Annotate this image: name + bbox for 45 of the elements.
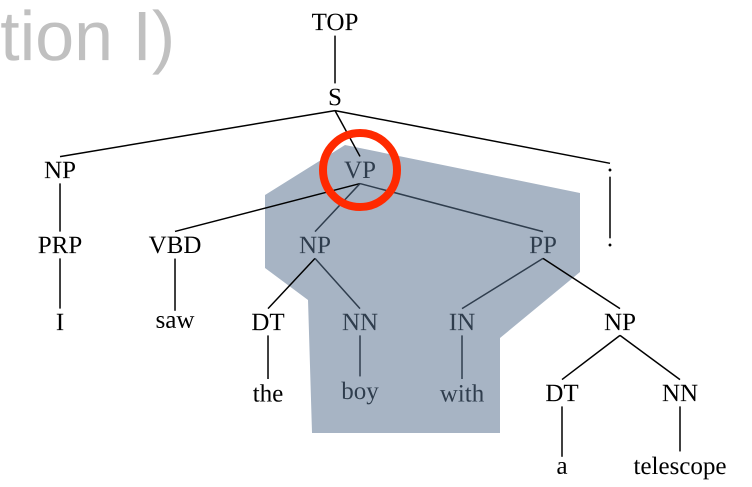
tree-label: PRP <box>38 236 82 254</box>
tree-label: NP <box>604 314 635 330</box>
tree-label: telescope <box>634 456 726 480</box>
tree-label: the <box>252 384 282 402</box>
tree-branch <box>334 110 610 164</box>
tree-branch <box>174 182 360 232</box>
tree-branch <box>359 335 361 376</box>
tree-label: NN <box>662 384 698 402</box>
tree-branch <box>267 335 269 379</box>
tree-branch <box>267 258 316 310</box>
tree-label: a <box>557 462 568 474</box>
tree-branch <box>174 258 176 311</box>
tree-label: S <box>330 88 340 106</box>
tree-label: NP <box>44 162 75 178</box>
tree-label: . <box>608 244 612 246</box>
tree-branch <box>314 183 361 232</box>
tree-label: VBD <box>148 236 200 254</box>
tree-label: VP <box>344 162 375 178</box>
tree-branch <box>461 335 463 379</box>
tree-label: PP <box>530 236 556 254</box>
tree-branch <box>562 334 620 380</box>
tree-branch <box>334 36 336 84</box>
tree-label: TOP <box>312 14 358 30</box>
tree-branch <box>679 406 681 452</box>
tree-label: with <box>440 384 484 402</box>
tree-label: DT <box>546 384 578 402</box>
tree-branch <box>59 183 61 232</box>
tree-branch <box>542 258 620 310</box>
tree-label: boy <box>341 382 379 404</box>
tree-branch <box>360 182 544 232</box>
tree-branch <box>60 110 336 158</box>
tree-branch <box>462 258 544 310</box>
tree-branch <box>620 334 680 380</box>
tree-label: DT <box>252 314 284 330</box>
tree-branch <box>561 406 563 457</box>
tree-label: NN <box>342 314 378 330</box>
tree-branch <box>609 176 611 238</box>
tree-label: IN <box>450 314 475 330</box>
tree-label: I <box>56 314 64 330</box>
tree-label: saw <box>156 316 194 328</box>
title-text: tion I) <box>1 9 171 75</box>
tree-branch <box>314 258 361 310</box>
tree-label: NP <box>300 236 330 254</box>
tree-branch <box>59 258 61 309</box>
tree-label: . <box>608 168 612 172</box>
